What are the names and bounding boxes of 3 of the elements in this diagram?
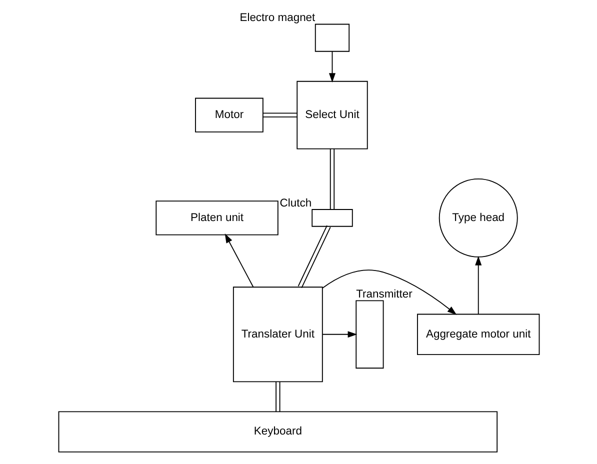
node-label: Transmitter	[356, 288, 412, 300]
node-label: Electro magnet	[239, 12, 315, 24]
node-label: Clutch	[279, 197, 312, 210]
